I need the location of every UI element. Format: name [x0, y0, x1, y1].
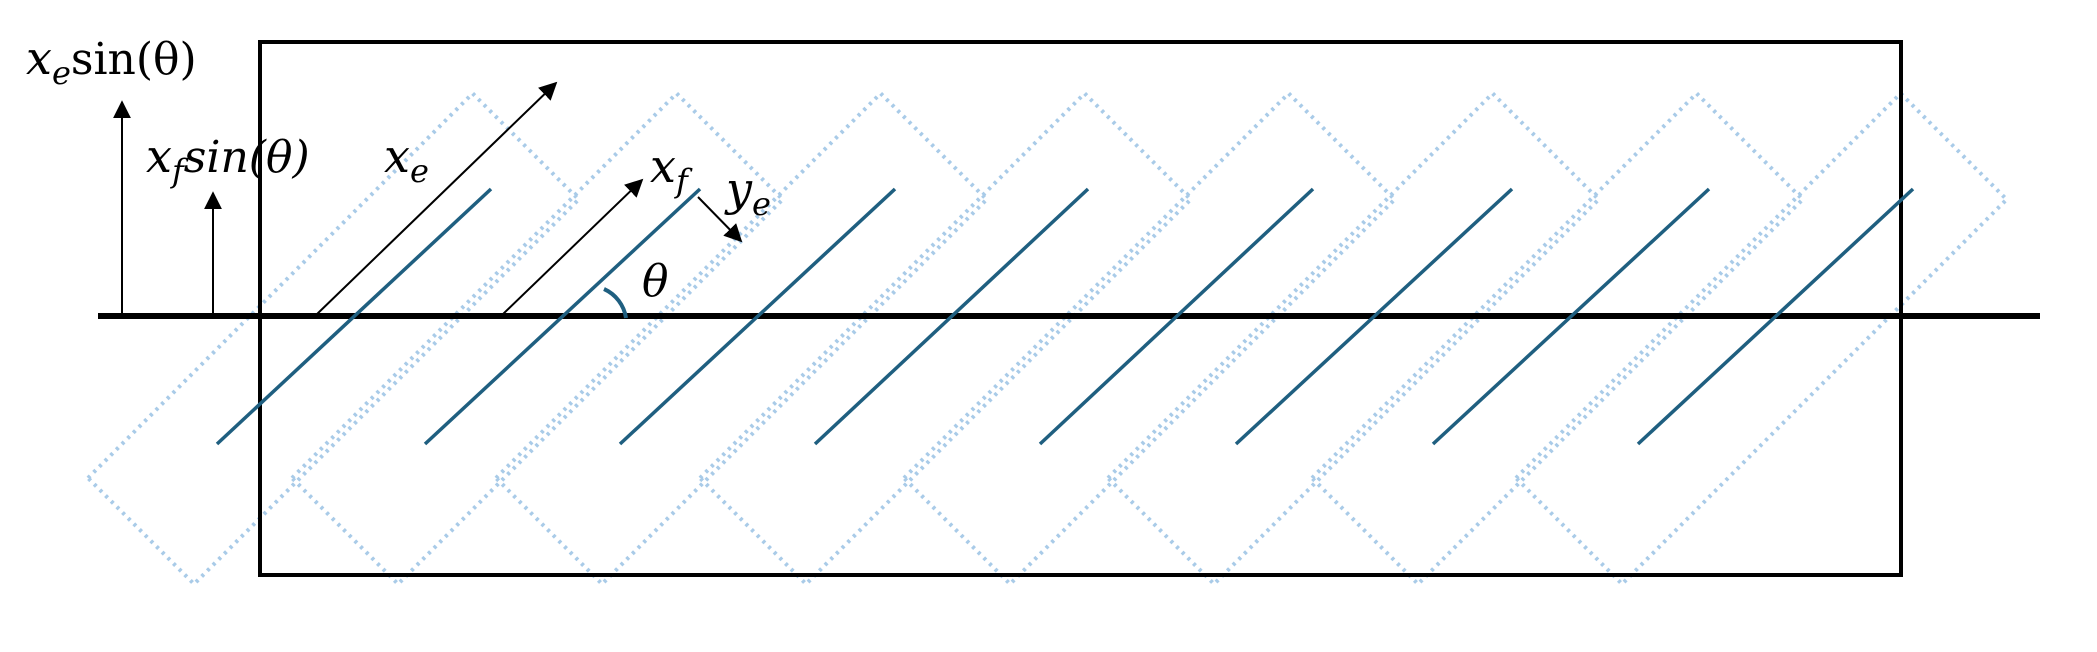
element-outline — [1309, 90, 1806, 587]
element-outlines — [85, 90, 2010, 587]
fiber-lines — [215, 187, 1915, 446]
label-xe: xe — [384, 129, 429, 190]
domain-frame — [258, 40, 1903, 577]
label-xf-sin-theta: xfsin(θ) — [146, 129, 310, 190]
label-xe-x: x — [384, 129, 410, 183]
element-outline — [697, 90, 1194, 587]
element-outline — [901, 90, 1398, 587]
element-outline — [1513, 90, 2010, 587]
label-ye: ye — [724, 162, 771, 223]
element-outline — [85, 90, 582, 587]
label-ye-y: y — [724, 162, 753, 216]
label-theta: θ — [642, 256, 669, 307]
fiber-line — [813, 187, 1090, 446]
fiber-line — [1636, 187, 1915, 446]
label-xe-sin-theta-sub: e — [52, 54, 71, 92]
label-xf-x: x — [650, 139, 676, 193]
label-xe-sin-theta-x: x — [26, 31, 52, 85]
ye-arrow — [697, 196, 743, 243]
label-xe-sin-theta: xesin(θ) — [26, 31, 197, 92]
xe-arrow — [314, 81, 558, 317]
fiber-line — [215, 187, 493, 446]
label-xe-sub: e — [410, 152, 429, 190]
element-outline — [493, 90, 990, 587]
fiber-line — [1038, 187, 1315, 446]
label-xf-sub: f — [674, 162, 693, 200]
label-xe-sin-theta-fn: sin(θ) — [71, 34, 197, 85]
label-xf-sin-theta-x: x — [146, 129, 172, 183]
fiber-line — [1234, 187, 1514, 446]
element-outline — [289, 90, 786, 587]
xf-arrow — [500, 178, 644, 317]
fiber-line — [423, 187, 702, 446]
label-ye-sub: e — [752, 185, 771, 223]
label-xf: xf — [650, 139, 693, 200]
element-outline — [1105, 90, 1602, 587]
fiber-line — [1431, 187, 1711, 446]
fiber-line — [618, 187, 897, 446]
theta-arc — [603, 287, 628, 319]
label-xf-sin-theta-fn: sin(θ) — [184, 132, 310, 183]
